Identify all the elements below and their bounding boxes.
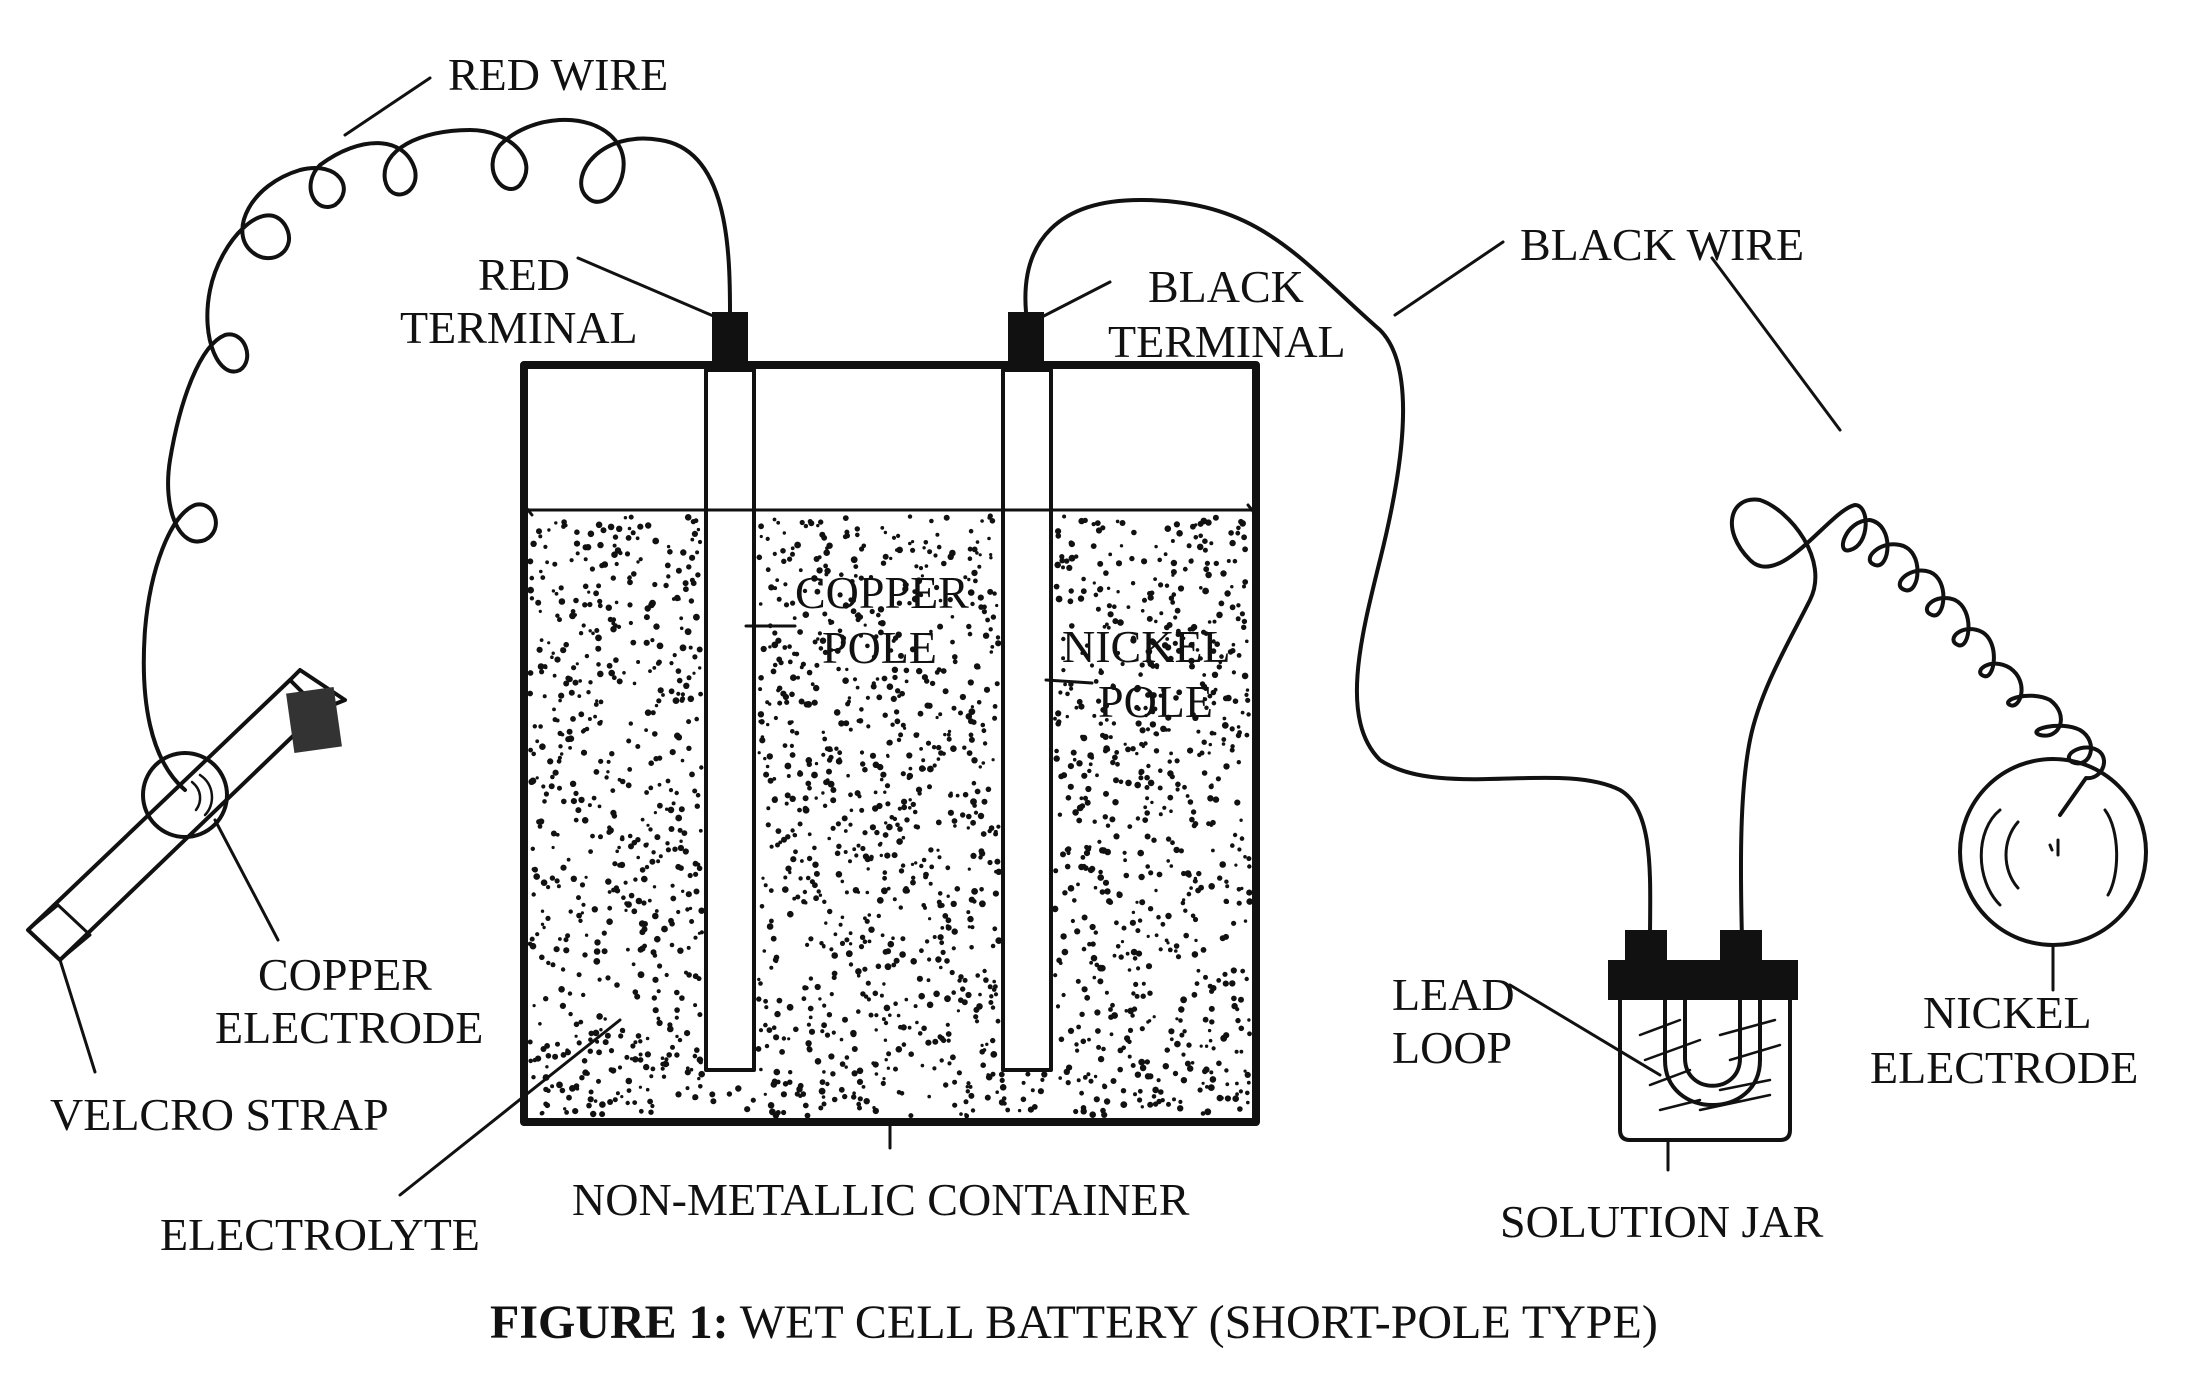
copper-pole	[704, 312, 756, 1072]
label-container: NON-METALLIC CONTAINER	[572, 1174, 1190, 1225]
label-nickel-electrode-line1: NICKEL	[1923, 987, 2092, 1038]
caption-text: WET CELL BATTERY (SHORT-POLE TYPE)	[729, 1296, 1658, 1349]
red-wire	[141, 118, 732, 792]
label-red-terminal-line1: RED	[478, 249, 570, 300]
label-lead-loop-line2: LOOP	[1392, 1022, 1512, 1073]
label-red-terminal-line2: TERMINAL	[400, 302, 638, 353]
caption-bold: FIGURE 1:	[490, 1296, 729, 1349]
label-red-wire: RED WIRE	[448, 49, 668, 100]
nickel-pole	[1001, 312, 1053, 1072]
copper-electrode	[141, 751, 229, 839]
label-electrolyte: ELECTROLYTE	[160, 1209, 480, 1260]
label-nickel-pole-line2: POLE	[1098, 676, 1213, 727]
solution-jar	[1608, 930, 1798, 1172]
label-velcro-strap: VELCRO STRAP	[50, 1089, 389, 1140]
label-nickel-electrode-line2: ELECTRODE	[1870, 1042, 2138, 1093]
velcro-strap	[26, 668, 347, 962]
electrolyte-fill	[527, 513, 1253, 1119]
label-copper-pole-line1: COPPER	[795, 567, 969, 618]
label-copper-electrode-line2: ELECTRODE	[215, 1002, 483, 1053]
labels: RED WIRE RED TERMINAL BLACK TERMINAL BLA…	[50, 49, 2138, 1260]
figure-caption: FIGURE 1: WET CELL BATTERY (SHORT-POLE T…	[490, 1296, 1658, 1349]
label-black-terminal-line2: TERMINAL	[1108, 316, 1346, 367]
label-solution-jar: SOLUTION JAR	[1500, 1196, 1824, 1247]
label-lead-loop-line1: LEAD	[1392, 969, 1515, 1020]
nickel-electrode	[1958, 757, 2148, 992]
black-wire	[1023, 198, 1653, 942]
label-black-wire: BLACK WIRE	[1520, 219, 1804, 270]
nickel-electrode-wire	[1730, 497, 2106, 942]
label-copper-electrode-line1: COPPER	[258, 949, 432, 1000]
leader-lines	[58, 76, 1842, 1197]
label-copper-pole-line2: POLE	[822, 622, 937, 673]
label-nickel-pole-line1: NICKEL	[1062, 621, 1231, 672]
label-black-terminal-line1: BLACK	[1148, 261, 1304, 312]
